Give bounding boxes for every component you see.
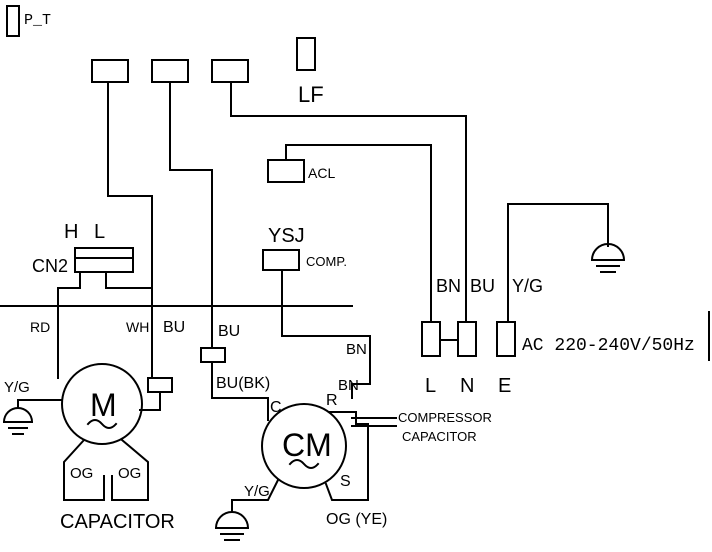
cn2-bar-top [74,247,134,259]
comp-cap-label-2: CAPACITOR [402,429,477,444]
wire-acl-to-l [285,144,432,323]
terminal-l-box [421,321,441,357]
wire-fuse-left [139,391,161,411]
fuse-box-middle [200,347,226,363]
fan-motor [61,363,143,445]
acl-label: ACL [308,165,335,181]
lf-box [296,37,316,71]
pt-box [6,5,20,37]
yg-cm-label: Y/G [244,483,270,500]
terminal-e-box [496,321,516,357]
yg-left-label: Y/G [4,379,30,396]
ac-supply-label: AC 220-240V/50Hz [522,336,695,356]
r-label: R [326,392,338,409]
terminal-l-label: L [425,375,436,397]
wire-compressor-ground [231,478,280,513]
yg-top-label: Y/G [512,276,543,296]
ground-symbol-left [2,407,34,435]
terminal-e-label: E [498,375,511,397]
bu-top-label: BU [470,276,495,296]
c-label: C [270,399,282,416]
comp-box [262,249,300,271]
connector-box-3 [211,59,249,83]
connector-box-2 [151,59,189,83]
terminal-n-label: N [460,375,474,397]
wire-box2-down [169,81,213,349]
wire-cn2-wh [105,271,153,379]
l-label-cn2: L [94,221,105,243]
terminal-n-box [457,321,477,357]
ysj-label: YSJ [268,225,305,247]
connector-box-1 [91,59,129,83]
cm-label: CM [282,427,332,463]
motor-label: M [90,387,117,423]
wire-cn2-rd [57,271,81,379]
bn-top-label: BN [436,276,461,296]
bn-r-label: BN [338,377,359,394]
cn2-label: CN2 [32,256,68,276]
lf-label: LF [298,82,324,107]
wire-box3-to-n [230,81,467,323]
capacitor-label: CAPACITOR [60,511,175,533]
pt-label: P_T [24,12,51,29]
bu-label-2: BU [218,323,240,340]
ground-symbol-right [590,243,626,273]
acl-box [267,159,305,183]
wh-label: WH [126,319,149,335]
comp-cap-label-1: COMPRESSOR [398,410,492,425]
wire-fuse-middle [211,361,269,421]
wire-motor-ground [17,399,63,409]
motor-tilde [86,419,118,429]
bu-bk-label: BU(BK) [216,375,270,392]
rd-label: RD [30,319,50,335]
compressor-tilde [288,459,320,469]
og1-label: OG [70,465,93,482]
bu-label-1: BU [163,319,185,336]
cn2-bar-bottom [74,257,134,273]
wire-box1-down [107,81,153,306]
fuse-box-left [147,377,173,393]
bn-right-label: BN [346,341,367,358]
wire-comp-to-r [281,269,371,399]
og2-label: OG [118,465,141,482]
ground-symbol-bottom [214,511,250,541]
wire-compressor-r [324,411,369,501]
compressor-motor [261,403,347,489]
og-ye-label: OG (YE) [326,511,387,528]
wire-earth [507,203,609,323]
comp-label: COMP. [306,254,347,269]
h-label: H [64,221,78,243]
s-label: S [340,473,351,490]
